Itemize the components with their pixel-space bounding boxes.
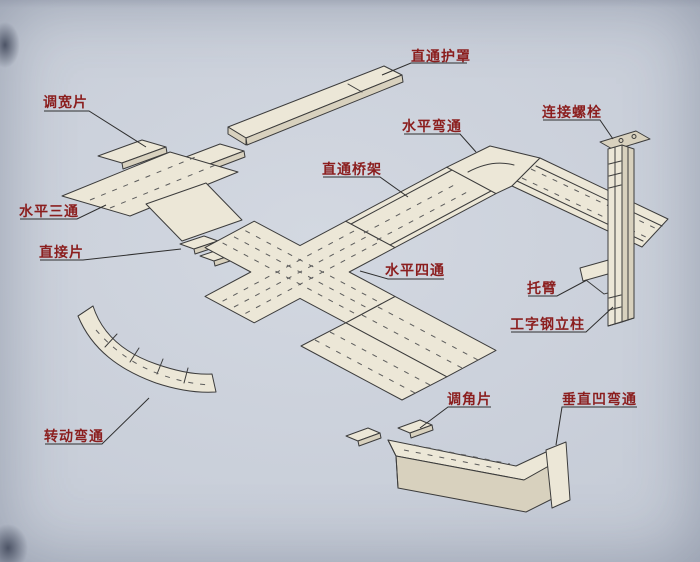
- straight-tray-part: [345, 166, 497, 249]
- horizontal-cross-part: [204, 220, 396, 324]
- straight-cover-part: [227, 65, 404, 146]
- leader-line: [323, 176, 409, 198]
- bend-inner-line: [467, 162, 515, 173]
- column-top-plate: [599, 130, 651, 151]
- leader-line: [528, 279, 588, 297]
- straight-tray-hatch: [376, 189, 472, 241]
- leader-line: [555, 406, 637, 446]
- leader-line: [359, 270, 444, 280]
- bolt-icon: [631, 134, 637, 139]
- leader-line: [40, 248, 182, 261]
- rotating-bend-endcap: [77, 305, 94, 317]
- trough-left-cap: [387, 439, 399, 489]
- cross-hatch: [233, 236, 367, 308]
- rotating-bend-segment: [183, 367, 189, 384]
- angle-adjust-piece-part: [345, 419, 434, 447]
- tee-branch-face: [145, 182, 243, 242]
- label-horizontal-cross: 水平四通: [385, 262, 445, 278]
- cover-front-fold: [245, 74, 404, 146]
- i-beam-column-part: [599, 130, 651, 327]
- label-rotating-bend: 转动弯通: [44, 428, 104, 444]
- down-tray-face: [300, 322, 448, 401]
- cross-hatch: [245, 230, 378, 302]
- leader-line: [511, 306, 614, 333]
- straight-tray-hatch: [363, 182, 459, 234]
- leader-line: [404, 133, 477, 153]
- column-hole-tick: [608, 294, 622, 299]
- trough-end-plate: [545, 441, 571, 509]
- label-straight-cover: 直通护罩: [411, 48, 471, 64]
- horizontal-tee-part: [61, 151, 243, 242]
- label-connecting-bolt: 连接螺栓: [542, 104, 602, 120]
- label-bracket-arm: 托臂: [527, 280, 557, 296]
- bolt-icon: [618, 138, 624, 143]
- trough-hatch: [403, 449, 501, 470]
- rotating-bend-part: [77, 305, 217, 393]
- label-direct-piece: 直接片: [39, 244, 84, 260]
- label-horizontal-tee: 水平三通: [19, 203, 79, 219]
- label-angle-adjust-piece: 调角片: [447, 391, 492, 407]
- label-horizontal-bend: 水平弯通: [402, 118, 462, 134]
- label-vertical-concave-bend: 垂直凹弯通: [562, 391, 637, 407]
- tee-hatch: [109, 163, 219, 209]
- rotating-bend-segment: [104, 333, 118, 348]
- label-straight-tray: 直通桥架: [322, 161, 382, 177]
- right-run-rail: [535, 165, 663, 227]
- rotating-bend-segment: [129, 347, 140, 363]
- trough-hatch: [413, 444, 511, 465]
- right-run-tray-part: [511, 157, 669, 248]
- rotating-bend-face: [77, 305, 217, 393]
- cross-hatch: [222, 242, 355, 314]
- vertical-concave-bend-part: [387, 439, 571, 513]
- column-hole-tick: [608, 184, 622, 189]
- column-hole-tick: [608, 172, 622, 177]
- straight-tray-rail: [389, 190, 492, 246]
- leader-line: [20, 204, 107, 220]
- leader-line: [381, 62, 467, 76]
- straight-tray-rail: [350, 169, 453, 225]
- label-i-beam-column: 工字钢立柱: [510, 316, 585, 332]
- column-hole-tick: [608, 160, 622, 165]
- leader-line: [543, 119, 614, 140]
- angle-piece-fold: [409, 424, 434, 439]
- cover-top-face: [227, 65, 403, 139]
- leader-line: [419, 406, 491, 429]
- label-width-adjust-piece: 调宽片: [43, 94, 88, 110]
- leader-line: [44, 110, 147, 148]
- angle-piece-fold: [357, 432, 382, 447]
- leader-line: [45, 397, 150, 445]
- tee-run-face: [61, 151, 239, 217]
- column-bottom-cap: [607, 317, 635, 327]
- leader-lines: [20, 62, 637, 446]
- cover-end-cap: [227, 126, 247, 146]
- cover-notch-line: [347, 83, 363, 93]
- tee-hatch: [89, 155, 199, 201]
- rotating-bend-segment: [156, 358, 164, 375]
